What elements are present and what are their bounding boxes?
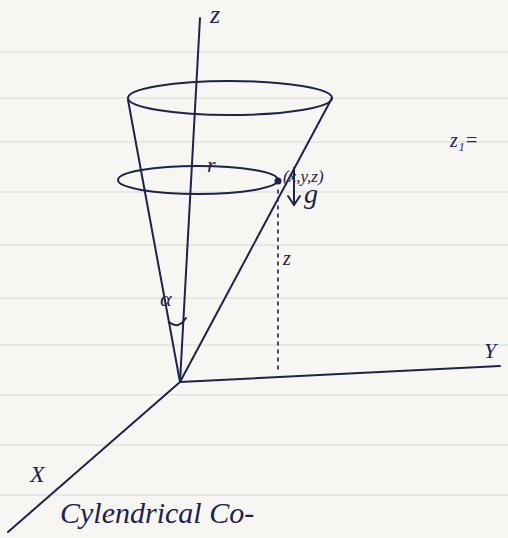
cone-rim <box>128 81 332 115</box>
cone-edge <box>180 98 332 382</box>
axis-label: X <box>30 462 45 486</box>
gravity-arrow <box>288 196 300 205</box>
angle-arc <box>169 318 186 325</box>
ruled-lines <box>0 52 508 495</box>
y-axis <box>180 366 500 382</box>
height-line <box>277 190 279 372</box>
point-dot <box>275 178 282 185</box>
height-label: z <box>283 248 291 268</box>
axis-label: z <box>210 2 220 28</box>
gravity-label: g <box>304 180 318 208</box>
radius-label: r <box>207 154 216 176</box>
heading-text: Cylendrical Co- <box>60 498 254 528</box>
cone-section <box>118 166 278 194</box>
note-label: z₁= <box>450 130 478 150</box>
angle-label: α <box>160 288 172 310</box>
z-axis <box>180 18 200 382</box>
axis-label: Y <box>484 340 496 362</box>
cone-edge <box>128 100 180 382</box>
